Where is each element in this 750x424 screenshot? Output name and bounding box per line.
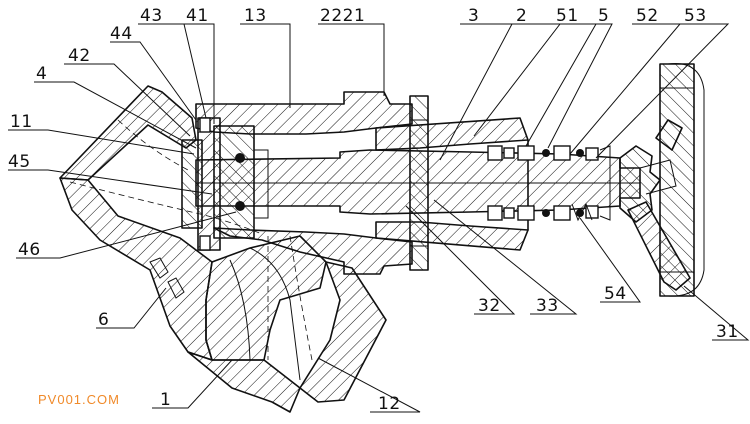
- label-52: 52: [636, 6, 659, 26]
- leader-lines: [8, 23, 750, 413]
- label-44: 44: [110, 24, 133, 44]
- label-3: 3: [468, 6, 479, 26]
- label-53: 53: [684, 6, 707, 26]
- label-2: 2: [516, 6, 527, 26]
- label-45: 45: [8, 152, 31, 172]
- handle-lever: [619, 63, 705, 297]
- label-2221: 2221: [320, 6, 365, 26]
- part-labels: 43 41 13 2221 3 2 51 5 52 53 44 42 4 11 …: [8, 6, 739, 414]
- label-51: 51: [556, 6, 579, 26]
- label-4: 4: [36, 64, 47, 84]
- label-54: 54: [604, 284, 627, 304]
- label-5: 5: [598, 6, 609, 26]
- watermark-text: PV001.COM: [38, 392, 120, 407]
- valve-stem: [195, 149, 641, 215]
- label-33: 33: [536, 296, 559, 316]
- label-11: 11: [10, 112, 33, 132]
- label-6: 6: [98, 310, 109, 330]
- seal-stack: [487, 145, 611, 222]
- label-13: 13: [244, 6, 267, 26]
- label-12: 12: [378, 394, 401, 414]
- label-1: 1: [160, 390, 171, 410]
- label-43: 43: [140, 6, 163, 26]
- label-46: 46: [18, 240, 41, 260]
- label-32: 32: [478, 296, 501, 316]
- label-42: 42: [68, 46, 91, 66]
- label-41: 41: [186, 6, 209, 26]
- packing-body: [375, 117, 529, 251]
- label-31: 31: [716, 322, 739, 342]
- disc-assembly: [181, 117, 269, 251]
